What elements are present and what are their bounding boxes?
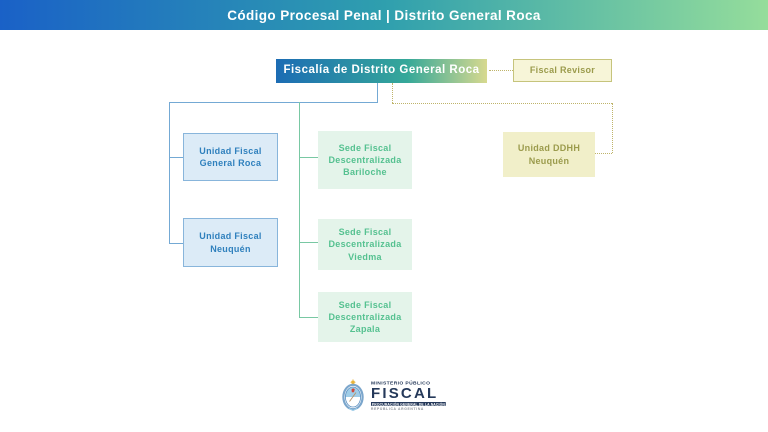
connector-stub-viedma bbox=[299, 242, 318, 243]
node-sede-zapala: Sede Fiscal Descentralizada Zapala bbox=[318, 292, 412, 342]
connector-dotted-root-down bbox=[392, 83, 393, 103]
argentina-coat-of-arms-icon bbox=[342, 379, 364, 412]
logo-fiscal: FISCAL bbox=[371, 385, 439, 402]
node-fiscal-revisor: Fiscal Revisor bbox=[513, 59, 612, 82]
connector-dotted-vertical bbox=[612, 103, 613, 153]
connector-left-vertical bbox=[169, 102, 170, 243]
logo-republica-argentina: REPÚBLICA ARGENTINA bbox=[371, 407, 425, 411]
node-sede-bariloche: Sede Fiscal Descentralizada Bariloche bbox=[318, 131, 412, 189]
node-label: Unidad Fiscal Neuquén bbox=[199, 231, 262, 254]
connector-stub-bariloche bbox=[299, 157, 318, 158]
node-unidad-ddhh: Unidad DDHH Neuquén bbox=[503, 132, 595, 177]
connector-stub-uf-neuquen bbox=[169, 243, 183, 244]
node-label: Sede Fiscal Descentralizada Zapala bbox=[328, 299, 402, 335]
connector-dotted-horizontal bbox=[392, 103, 612, 104]
node-unidad-fiscal-general-roca: Unidad Fiscal General Roca bbox=[183, 133, 278, 181]
node-label: Unidad DDHH Neuquén bbox=[517, 143, 581, 166]
connector-root-down bbox=[377, 83, 378, 102]
connector-sede-vertical bbox=[299, 102, 300, 317]
header-bar: Código Procesal Penal | Distrito General… bbox=[0, 0, 768, 30]
connector-stub-uf-roca bbox=[169, 157, 183, 158]
node-sede-viedma: Sede Fiscal Descentralizada Viedma bbox=[318, 219, 412, 270]
node-unidad-fiscal-neuquen: Unidad Fiscal Neuquén bbox=[183, 218, 278, 267]
page-title: Código Procesal Penal | Distrito General… bbox=[227, 7, 541, 23]
connector-horizontal-main bbox=[169, 102, 378, 103]
connector-stub-zapala bbox=[299, 317, 318, 318]
node-label: Unidad Fiscal General Roca bbox=[199, 145, 262, 168]
logo-text-block: MINISTERIO PÚBLICO FISCAL PROCURACIÓN GE… bbox=[371, 380, 549, 411]
ministerio-publico-fiscal-logo: MINISTERIO PÚBLICO FISCAL PROCURACIÓN GE… bbox=[340, 379, 549, 412]
node-label: Fiscalía de Distrito General Roca bbox=[283, 64, 480, 77]
node-label: Sede Fiscal Descentralizada Viedma bbox=[328, 227, 402, 262]
node-label: Fiscal Revisor bbox=[529, 65, 596, 76]
node-fiscalia-distrito: Fiscalía de Distrito General Roca bbox=[276, 59, 487, 83]
logo-ministerio-publico: MINISTERIO PÚBLICO bbox=[371, 380, 431, 386]
connector-dotted-stub-ddhh bbox=[595, 153, 612, 154]
connector-dotted-revisor bbox=[489, 70, 513, 71]
node-label: Sede Fiscal Descentralizada Bariloche bbox=[328, 142, 402, 178]
logo-procuracion: PROCURACIÓN GENERAL DE LA NACIÓN bbox=[371, 402, 446, 406]
